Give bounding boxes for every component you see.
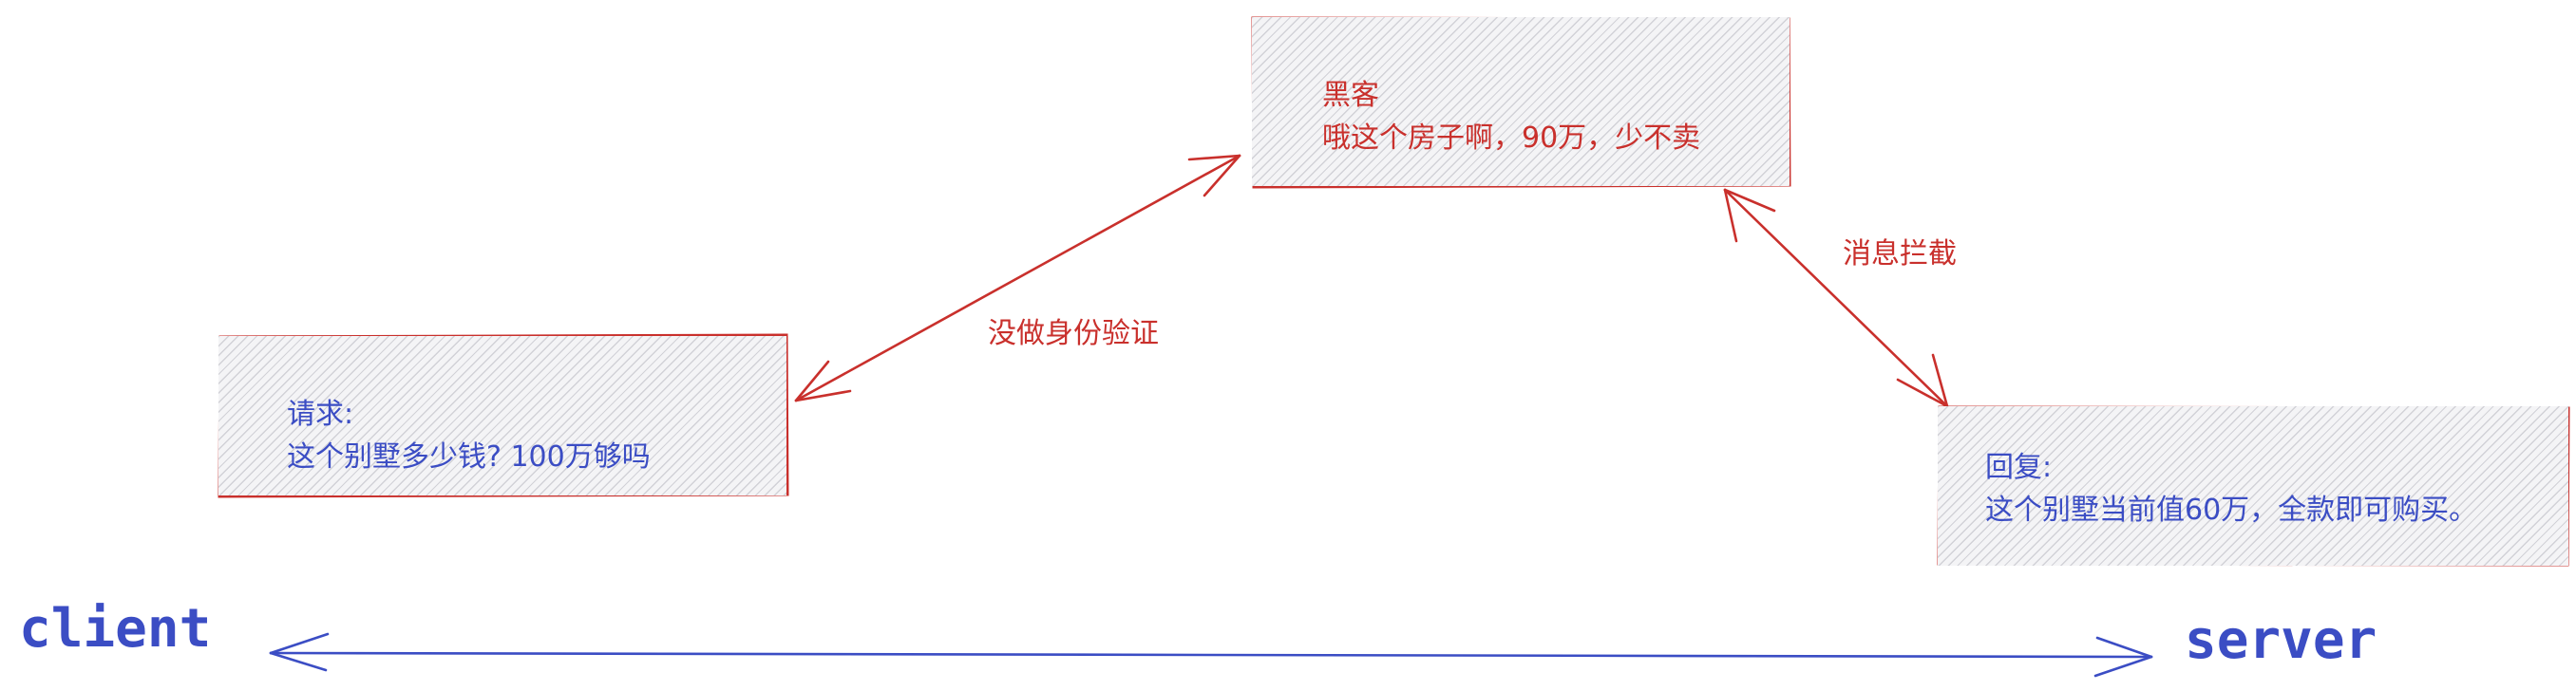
hacker-title: 黑客 [1322, 79, 1379, 112]
hacker-body: 哦这个房子啊，90万，少不卖 [1322, 121, 1701, 155]
client-label: client [19, 598, 212, 660]
reply-text: 回复: 这个别墅当前值60万，全款即可购买。 [1985, 446, 2477, 532]
request-title: 请求: [287, 398, 354, 431]
request-text: 请求: 这个别墅多少钱? 100万够吗 [287, 393, 651, 478]
request-body: 这个别墅多少钱? 100万够吗 [287, 440, 651, 474]
arrow-intercept [1723, 188, 1949, 408]
hacker-box [1252, 17, 1790, 186]
arrow-client-server [269, 632, 2153, 678]
request-box [218, 336, 786, 495]
edge-label-intercept: 消息拦截 [1843, 237, 1957, 271]
reply-body: 这个别墅当前值60万，全款即可购买。 [1985, 494, 2478, 527]
server-label: server [2185, 609, 2377, 671]
reply-title: 回复: [1985, 451, 2053, 484]
reply-box [1938, 406, 2568, 566]
arrow-no-auth [794, 154, 1241, 402]
edge-label-no-auth: 没做身份验证 [988, 317, 1159, 350]
hacker-text: 黑客 哦这个房子啊，90万，少不卖 [1322, 74, 1700, 159]
